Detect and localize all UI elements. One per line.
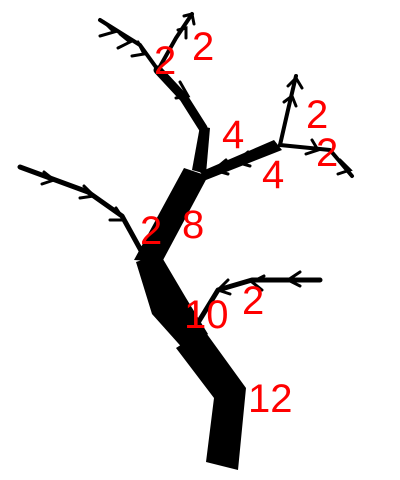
arrow-barb-right-2	[210, 158, 230, 176]
label-right-branch: 4	[262, 153, 284, 197]
arrow-barb-topright-1	[182, 12, 196, 26]
arrow-barb-rightup-1	[286, 75, 304, 90]
branch-trunk-base	[176, 330, 246, 470]
branch-trunk-upper	[134, 168, 208, 262]
arrow-barb-lowright-1	[285, 270, 302, 288]
arrow-barb-rightlow-2	[336, 158, 353, 176]
branch-right	[200, 140, 282, 180]
arrow-barb-lowright-3	[215, 278, 232, 296]
label-right-lower-twig: 2	[316, 131, 338, 175]
arrow-barb-rightlow-1	[304, 138, 321, 156]
label-trunk-base: 12	[248, 377, 293, 421]
label-right-upper-twig: 2	[306, 93, 328, 137]
branch-center	[192, 126, 210, 174]
branch-trunk-mid	[136, 254, 208, 352]
label-left-branch: 2	[140, 209, 162, 253]
arrow-barb-rightup-2	[282, 93, 298, 108]
arrow-barb-topright-2	[176, 26, 188, 40]
arrow-barb-left-3	[108, 206, 127, 222]
arrow-barb-topleft-1	[98, 20, 117, 38]
label-top-left-twig: 2	[154, 39, 176, 83]
label-top-right-twig: 2	[192, 25, 214, 69]
branch-right-upper-twig	[278, 74, 298, 147]
branch-top-right-twig	[156, 12, 194, 72]
label-trunk-upper: 8	[182, 203, 204, 247]
arrow-barb-lowright-2	[249, 274, 266, 292]
branch-right-lower-twig	[278, 143, 354, 178]
arrow-barb-right-1	[232, 150, 252, 168]
arrow-barb-topstem-1	[174, 80, 191, 100]
branch-left	[17, 164, 147, 259]
arrow-barb-left-1	[40, 170, 58, 186]
arrow-barb-topleft-3	[130, 40, 147, 58]
label-center-branch: 4	[222, 113, 244, 157]
arrow-barb-topleft-2	[116, 32, 133, 50]
arrow-barb-left-2	[78, 184, 98, 200]
label-trunk-mid: 10	[184, 293, 229, 337]
label-lower-right-branch: 2	[242, 279, 264, 323]
